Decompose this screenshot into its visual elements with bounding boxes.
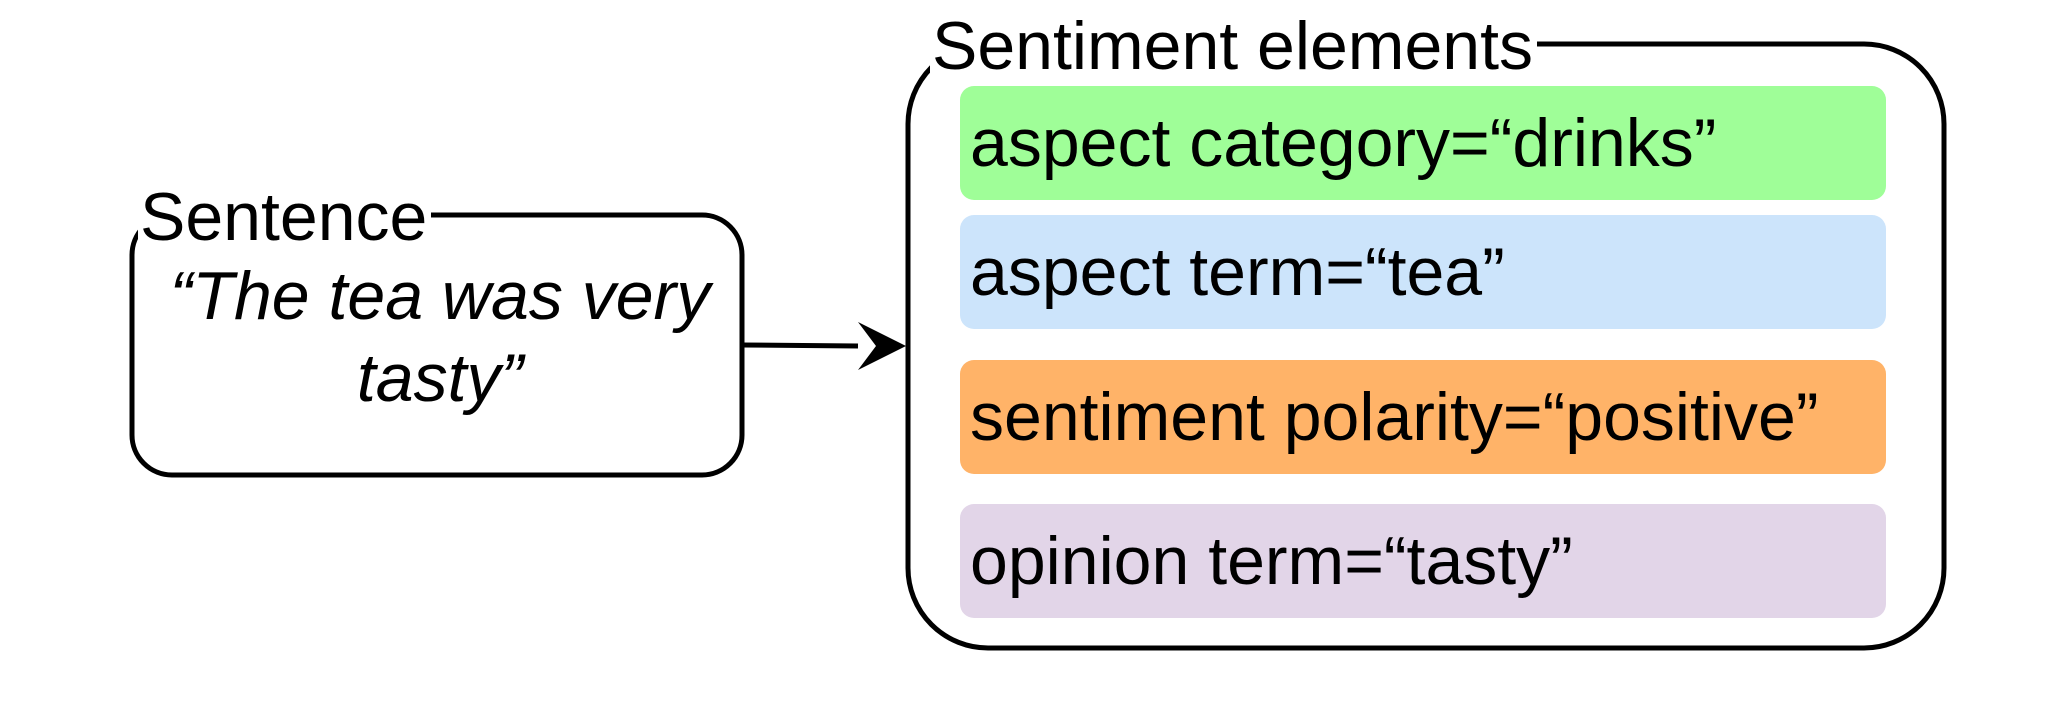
aspect-category-label: aspect category=“drinks” [970,105,1717,181]
flow-arrow-head [858,322,906,370]
aspect-term-label: aspect term=“tea” [970,234,1505,310]
opinion-term-box: opinion term=“tasty” [960,504,1886,618]
sentiment-polarity-box: sentiment polarity=“positive” [960,360,1886,474]
sentiment-elements-title: Sentiment elements [930,12,1537,80]
aspect-category-box: aspect category=“drinks” [960,86,1886,200]
flow-arrow-shaft [741,342,859,349]
opinion-term-label: opinion term=“tasty” [970,523,1573,599]
aspect-term-box: aspect term=“tea” [960,215,1886,329]
sentence-title: Sentence [138,183,432,251]
sentiment-polarity-label: sentiment polarity=“positive” [970,379,1819,455]
sentence-text: “The tea was very tasty” [169,258,711,416]
